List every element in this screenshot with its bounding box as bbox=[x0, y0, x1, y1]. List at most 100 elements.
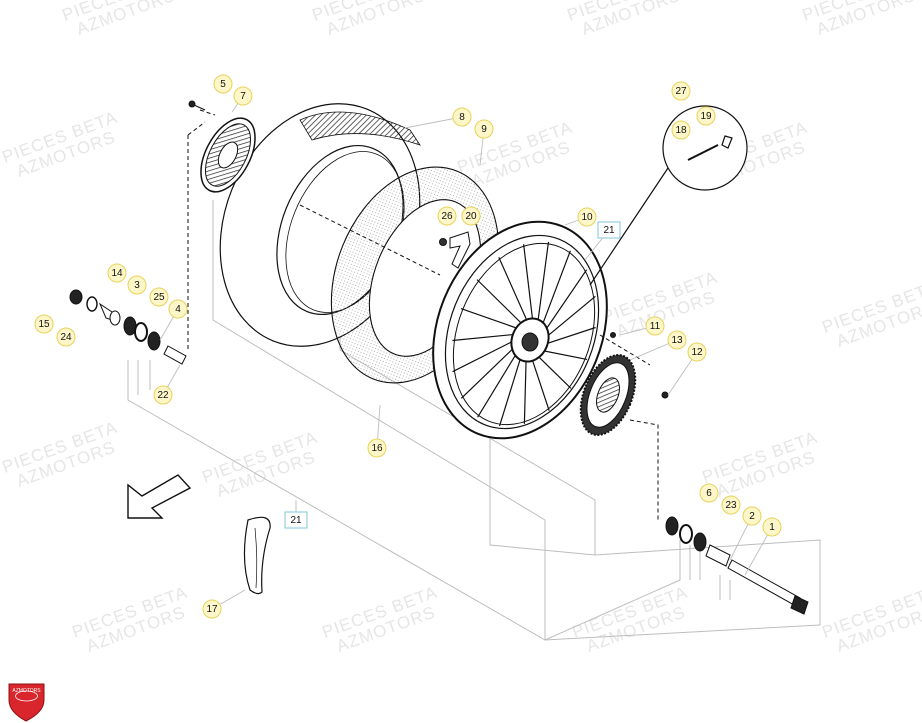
callout-label: 15 bbox=[38, 319, 50, 330]
part-callout-22: 22 bbox=[153, 385, 173, 405]
direction-arrow-icon bbox=[127, 474, 192, 519]
callout-label: 11 bbox=[650, 321, 661, 332]
callout-label: 14 bbox=[111, 268, 123, 279]
callout-label: 22 bbox=[157, 390, 169, 401]
part-callout-23: 23 bbox=[721, 495, 741, 515]
spoke bbox=[539, 269, 588, 339]
part-callout-2: 2 bbox=[742, 506, 762, 526]
sprocket bbox=[579, 354, 637, 436]
azmotors-logo: AZMOTORS bbox=[8, 683, 45, 722]
spoke bbox=[538, 250, 571, 335]
leader-line bbox=[404, 116, 463, 129]
callout-label: 26 bbox=[441, 211, 453, 222]
callout-label: 4 bbox=[175, 304, 181, 315]
spoke bbox=[460, 307, 524, 332]
callout-marker bbox=[671, 120, 691, 140]
callout-marker bbox=[284, 511, 308, 529]
callout-label: 8 bbox=[459, 112, 465, 123]
part-callout-7: 7 bbox=[233, 86, 253, 106]
left-axle-parts bbox=[69, 289, 187, 365]
callout-label: 9 bbox=[481, 124, 487, 135]
detail-inset bbox=[589, 105, 748, 286]
callout-marker bbox=[452, 107, 472, 127]
brake-disc bbox=[200, 117, 256, 193]
callout-label: 27 bbox=[675, 86, 687, 97]
callout-marker bbox=[577, 207, 597, 227]
callout-marker bbox=[202, 599, 222, 619]
bolts bbox=[188, 100, 669, 399]
callout-marker bbox=[742, 506, 762, 526]
callout-label: 16 bbox=[371, 443, 383, 454]
callout-label: 19 bbox=[700, 111, 712, 122]
callout-label: 10 bbox=[581, 212, 593, 223]
part-callout-27: 27 bbox=[671, 81, 691, 101]
part-callout-14: 14 bbox=[107, 263, 127, 283]
rim-strip bbox=[243, 516, 271, 595]
part-callout-21: 21 bbox=[284, 511, 308, 529]
logo-text: AZMOTORS bbox=[12, 688, 41, 694]
callout-marker bbox=[721, 495, 741, 515]
callout-label: 6 bbox=[706, 488, 712, 499]
part-callout-15: 15 bbox=[34, 314, 54, 334]
callout-marker bbox=[153, 385, 173, 405]
part-callout-26: 26 bbox=[437, 206, 457, 226]
callout-marker bbox=[437, 206, 457, 226]
wheel-rim bbox=[432, 220, 608, 440]
part-callout-9: 9 bbox=[474, 119, 494, 139]
callout-marker bbox=[34, 314, 54, 334]
callout-marker bbox=[687, 342, 707, 362]
spoke bbox=[477, 345, 522, 418]
spoke bbox=[452, 333, 522, 342]
callout-label: 17 bbox=[206, 604, 218, 615]
callout-marker bbox=[461, 206, 481, 226]
callout-label: 25 bbox=[153, 292, 165, 303]
callout-label: 23 bbox=[725, 500, 737, 511]
callout-marker bbox=[645, 316, 665, 336]
part-callout-13: 13 bbox=[667, 330, 687, 350]
callout-label: 5 bbox=[220, 79, 226, 90]
callout-marker bbox=[762, 517, 782, 537]
part-callout-18: 18 bbox=[671, 120, 691, 140]
callout-label: 20 bbox=[465, 211, 477, 222]
part-callout-3: 3 bbox=[127, 275, 147, 295]
callout-label: 18 bbox=[675, 125, 687, 136]
callout-marker bbox=[667, 330, 687, 350]
part-callout-5: 5 bbox=[213, 74, 233, 94]
part-callout-21: 21 bbox=[597, 221, 621, 239]
axis-lines bbox=[187, 109, 659, 520]
spoke bbox=[476, 279, 528, 330]
callout-marker bbox=[233, 86, 253, 106]
part-callout-19: 19 bbox=[696, 106, 716, 126]
callout-label: 3 bbox=[134, 280, 140, 291]
callout-label: 2 bbox=[749, 511, 755, 522]
part-callout-10: 10 bbox=[577, 207, 597, 227]
part-callout-24: 24 bbox=[56, 327, 76, 347]
callout-label: 24 bbox=[60, 332, 72, 343]
spoke bbox=[529, 351, 550, 411]
spoke bbox=[498, 348, 524, 427]
spoke bbox=[523, 244, 535, 329]
callout-label: 13 bbox=[671, 335, 683, 346]
right-axle-parts bbox=[665, 516, 809, 615]
part-callout-1: 1 bbox=[762, 517, 782, 537]
part-callout-6: 6 bbox=[699, 483, 719, 503]
callout-marker bbox=[474, 119, 494, 139]
callout-marker bbox=[213, 74, 233, 94]
callout-marker bbox=[699, 483, 719, 503]
spoke bbox=[498, 257, 531, 329]
spoke bbox=[523, 351, 527, 424]
callout-label: 12 bbox=[691, 347, 703, 358]
callout-marker bbox=[149, 287, 169, 307]
callout-marker bbox=[168, 299, 188, 319]
part-callout-11: 11 bbox=[645, 316, 665, 336]
spoke bbox=[536, 241, 550, 332]
spoke bbox=[460, 341, 521, 399]
callout-marker bbox=[56, 327, 76, 347]
valve-part bbox=[439, 231, 471, 269]
part-callout-16: 16 bbox=[367, 438, 387, 458]
callout-label: 21 bbox=[290, 515, 302, 526]
callout-marker bbox=[107, 263, 127, 283]
part-callout-12: 12 bbox=[687, 342, 707, 362]
